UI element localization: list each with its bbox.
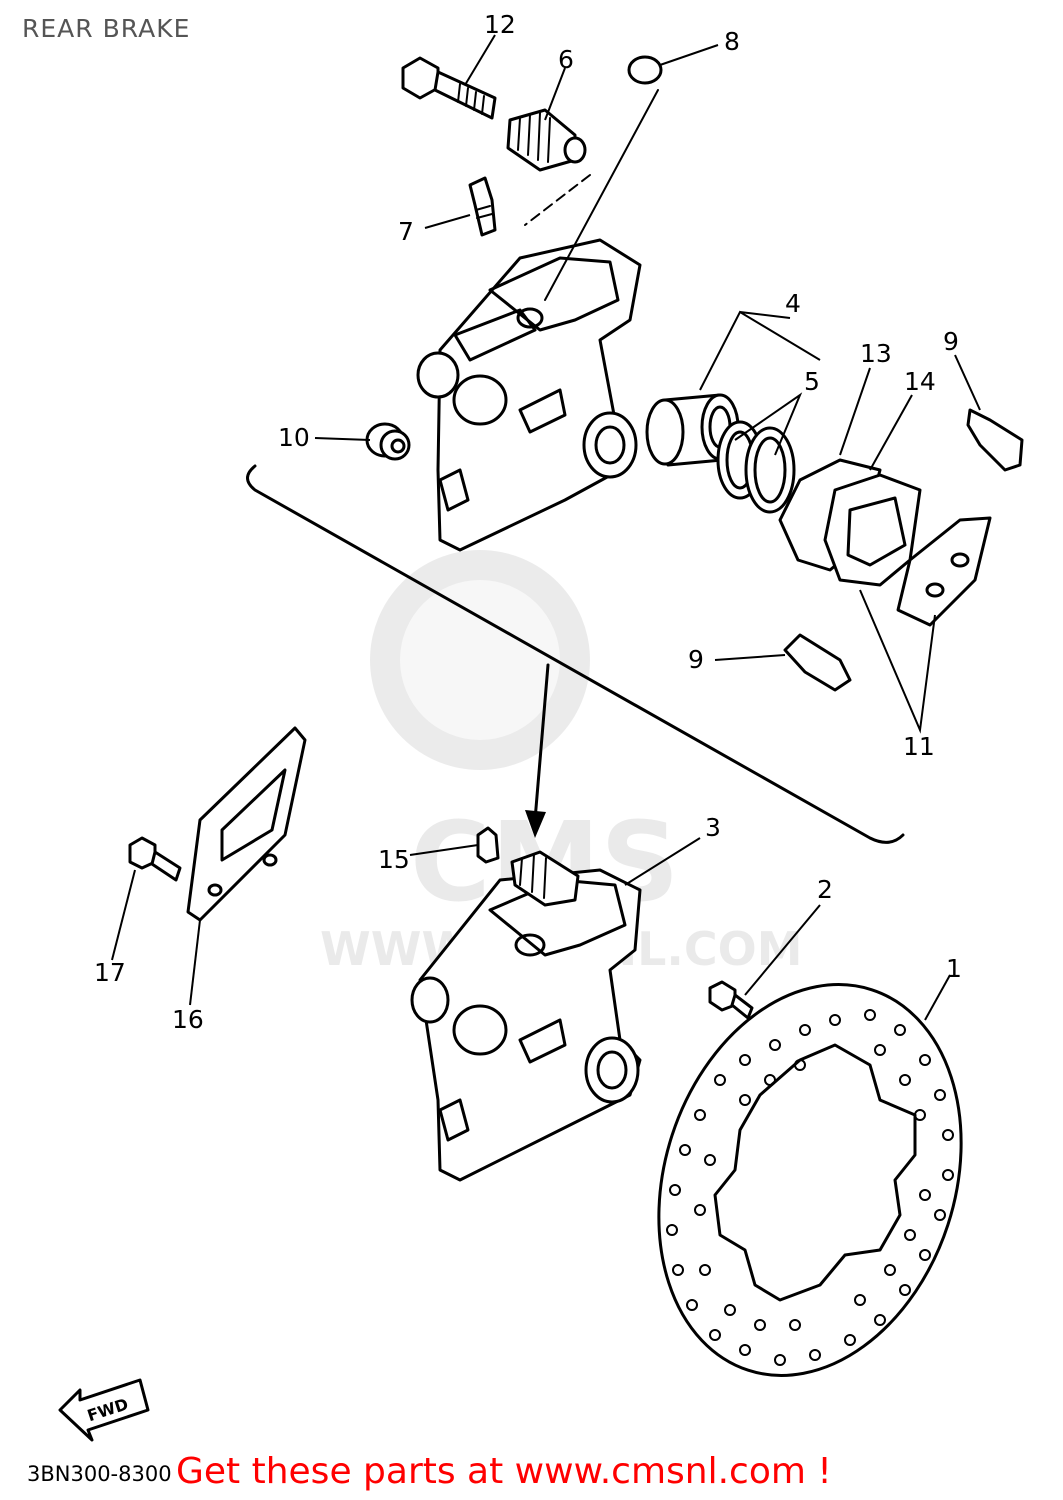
caliper-pin-spring — [506, 108, 587, 172]
bracket-plate — [186, 726, 307, 922]
callout-16: 16 — [172, 1005, 204, 1034]
callout-9-lower: 9 — [688, 645, 704, 674]
fwd-arrow-icon: FWD — [58, 1378, 150, 1442]
page-title: REAR BRAKE — [22, 14, 191, 43]
disc-bolt — [708, 980, 754, 1020]
callout-17: 17 — [94, 958, 126, 987]
bleed-screw — [468, 176, 497, 237]
callout-labels: 1 2 3 4 5 6 7 8 9 9 10 11 12 13 14 15 16… — [94, 10, 962, 1034]
brake-disc — [657, 983, 963, 1377]
leader-dashed-6 — [524, 174, 591, 226]
assembly-arrow — [525, 663, 550, 838]
callout-7: 7 — [398, 217, 414, 246]
callout-5: 5 — [804, 367, 820, 396]
callout-11: 11 — [903, 732, 935, 761]
disc-holes — [666, 1009, 954, 1366]
callout-4: 4 — [785, 289, 801, 318]
callout-10: 10 — [278, 423, 310, 452]
callout-1: 1 — [946, 954, 962, 983]
callout-2: 2 — [817, 875, 833, 904]
part-code: 3BN300-8300 — [27, 1462, 172, 1486]
piston-seals — [716, 420, 796, 514]
upper-caliper — [416, 238, 642, 552]
bracket-bolt — [128, 836, 182, 882]
callout-12: 12 — [484, 10, 516, 39]
leader-lines — [111, 34, 981, 1021]
brake-pads — [823, 473, 992, 627]
callout-15: 15 — [378, 845, 410, 874]
lower-caliper — [410, 850, 642, 1182]
caliper-bolt — [401, 56, 497, 120]
piston — [645, 393, 740, 467]
pad-clip-lower — [783, 633, 852, 692]
pad-clip-upper — [966, 408, 1024, 472]
callout-13: 13 — [860, 339, 892, 368]
pin-boot — [365, 422, 411, 461]
exploded-diagram: CMS WWW.CMSNL.COM — [58, 10, 1024, 1442]
assembly-boundary-line — [246, 464, 905, 844]
callout-8: 8 — [724, 27, 740, 56]
bleed-cap — [627, 55, 663, 85]
promo-link[interactable]: Get these parts at www.cmsnl.com ! — [176, 1451, 832, 1492]
leader-line-8 — [544, 89, 659, 301]
callout-9-upper: 9 — [943, 327, 959, 356]
callout-6: 6 — [558, 45, 574, 74]
callout-14: 14 — [904, 367, 936, 396]
lower-bleeder-cap — [476, 826, 500, 864]
callout-3: 3 — [705, 813, 721, 842]
